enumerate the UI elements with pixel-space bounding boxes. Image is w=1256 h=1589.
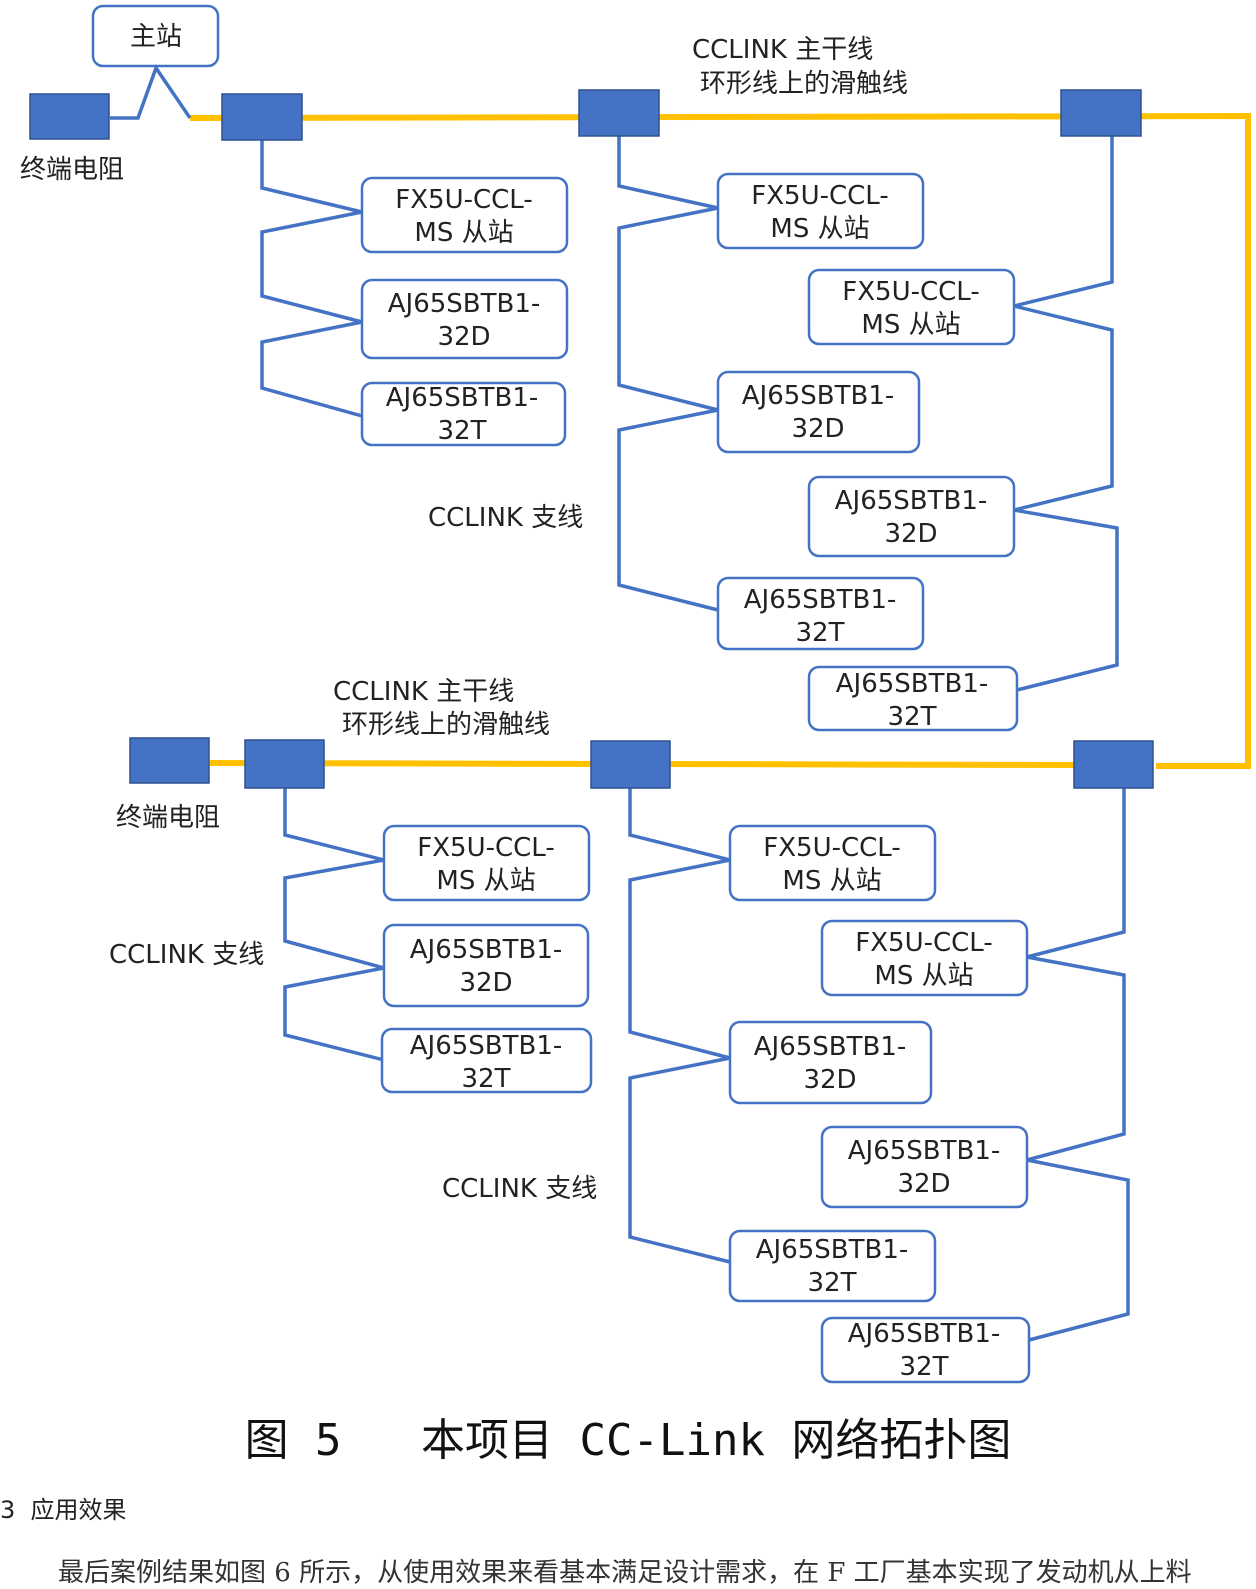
- device-b2: AJ65SBTB1- 32D: [716, 370, 921, 454]
- master-station-label: 主站: [130, 22, 182, 52]
- device-c2: AJ65SBTB1- 32D: [807, 475, 1016, 558]
- svg-text:32D: 32D: [791, 414, 844, 444]
- svg-text:AJ65SBTB1-: AJ65SBTB1-: [742, 381, 895, 411]
- trunk-label-bottom-2: 环形线上的滑触线: [342, 710, 550, 740]
- svg-text:32D: 32D: [897, 1169, 950, 1199]
- switch-bottom-2: [590, 740, 671, 789]
- device-b3: AJ65SBTB1- 32T: [716, 576, 925, 651]
- master-link: [110, 64, 192, 120]
- device-d3: AJ65SBTB1- 32T: [380, 1027, 593, 1094]
- branch-line-e: [628, 787, 731, 1264]
- svg-text:AJ65SBTB1-: AJ65SBTB1-: [836, 669, 989, 699]
- svg-text:MS 从站: MS 从站: [782, 866, 881, 896]
- svg-text:AJ65SBTB1-: AJ65SBTB1-: [754, 1032, 907, 1062]
- device-a3: AJ65SBTB1- 32T: [360, 381, 567, 447]
- branch-line-a: [260, 140, 363, 418]
- branch-label-bottom-left: CCLINK 支线: [109, 940, 264, 970]
- device-f3: AJ65SBTB1- 32T: [820, 1316, 1031, 1384]
- section-heading: 3 应用效果: [0, 1496, 127, 1524]
- terminator-bottom-label: 终端电阻: [116, 803, 220, 833]
- switch-top-1: [221, 93, 303, 141]
- trunk-line-top: [189, 112, 1251, 769]
- network-topology-diagram: 主站 终端电阻 CCLINK 主干线 环形线上的滑触线 FX5U-CCL- MS…: [20, 4, 1251, 1384]
- svg-text:MS 从站: MS 从站: [770, 214, 869, 244]
- device-c3: AJ65SBTB1- 32T: [807, 665, 1019, 732]
- svg-text:AJ65SBTB1-: AJ65SBTB1-: [848, 1136, 1001, 1166]
- switch-bottom-1: [244, 739, 325, 789]
- branch-line-f: [1026, 787, 1130, 1342]
- trunk-label-top-2: 环形线上的滑触线: [700, 69, 908, 99]
- svg-text:AJ65SBTB1-: AJ65SBTB1-: [835, 486, 988, 516]
- svg-text:FX5U-CCL-: FX5U-CCL-: [751, 181, 888, 211]
- device-a1: FX5U-CCL- MS 从站: [360, 176, 569, 254]
- device-a2: AJ65SBTB1- 32D: [360, 278, 569, 360]
- svg-text:32D: 32D: [803, 1065, 856, 1095]
- svg-text:AJ65SBTB1-: AJ65SBTB1-: [756, 1235, 909, 1265]
- svg-text:FX5U-CCL-: FX5U-CCL-: [855, 928, 992, 958]
- svg-text:AJ65SBTB1-: AJ65SBTB1-: [410, 935, 563, 965]
- svg-text:MS 从站: MS 从站: [436, 866, 535, 896]
- trunk-label-top-1: CCLINK 主干线: [692, 35, 873, 65]
- branch-line-c: [1013, 136, 1119, 692]
- svg-text:AJ65SBTB1-: AJ65SBTB1-: [848, 1319, 1001, 1349]
- body-paragraph: 最后案例结果如图 6 所示，从使用效果来看基本满足设计需求，在 F 工厂基本实现…: [58, 1558, 1192, 1588]
- trunk-label-bottom-1: CCLINK 主干线: [333, 677, 514, 707]
- svg-text:AJ65SBTB1-: AJ65SBTB1-: [744, 585, 897, 615]
- device-f2: AJ65SBTB1- 32D: [820, 1125, 1029, 1209]
- svg-text:32D: 32D: [884, 519, 937, 549]
- figure-caption: 图 5 本项目 CC-Link 网络拓扑图: [244, 1415, 1012, 1466]
- svg-text:AJ65SBTB1-: AJ65SBTB1-: [388, 289, 541, 319]
- terminator-top: [29, 93, 110, 140]
- svg-text:FX5U-CCL-: FX5U-CCL-: [842, 277, 979, 307]
- svg-text:32T: 32T: [900, 1352, 949, 1382]
- svg-text:MS 从站: MS 从站: [874, 961, 973, 991]
- svg-text:MS 从站: MS 从站: [861, 310, 960, 340]
- svg-text:FX5U-CCL-: FX5U-CCL-: [395, 185, 532, 215]
- svg-text:MS 从站: MS 从站: [414, 218, 513, 248]
- branch-label-bottom-right: CCLINK 支线: [442, 1174, 597, 1204]
- svg-text:32T: 32T: [438, 416, 487, 446]
- terminator-bottom: [129, 737, 210, 784]
- device-e3: AJ65SBTB1- 32T: [728, 1229, 937, 1303]
- branch-line-b: [617, 136, 719, 612]
- device-e1: FX5U-CCL- MS 从站: [728, 824, 937, 902]
- device-e2: AJ65SBTB1- 32D: [728, 1020, 933, 1105]
- svg-text:FX5U-CCL-: FX5U-CCL-: [417, 833, 554, 863]
- device-b1: FX5U-CCL- MS 从站: [716, 172, 925, 250]
- branch-label-top: CCLINK 支线: [428, 503, 583, 533]
- switch-top-2: [578, 89, 660, 137]
- branch-line-d: [283, 787, 385, 1062]
- svg-text:AJ65SBTB1-: AJ65SBTB1-: [386, 383, 539, 413]
- switch-top-3: [1060, 89, 1142, 137]
- svg-text:32T: 32T: [808, 1268, 857, 1298]
- device-c1: FX5U-CCL- MS 从站: [807, 268, 1016, 346]
- svg-text:32T: 32T: [462, 1064, 511, 1094]
- svg-text:FX5U-CCL-: FX5U-CCL-: [763, 833, 900, 863]
- switch-bottom-3: [1073, 740, 1154, 789]
- svg-text:AJ65SBTB1-: AJ65SBTB1-: [410, 1031, 563, 1061]
- svg-text:32D: 32D: [459, 968, 512, 998]
- terminator-top-label: 终端电阻: [20, 155, 124, 185]
- device-d2: AJ65SBTB1- 32D: [382, 923, 590, 1008]
- svg-text:32T: 32T: [888, 702, 937, 732]
- svg-text:32T: 32T: [796, 618, 845, 648]
- device-f1: FX5U-CCL- MS 从站: [820, 919, 1029, 997]
- master-station: 主站: [91, 4, 220, 68]
- device-d1: FX5U-CCL- MS 从站: [382, 824, 591, 902]
- svg-text:32D: 32D: [437, 322, 490, 352]
